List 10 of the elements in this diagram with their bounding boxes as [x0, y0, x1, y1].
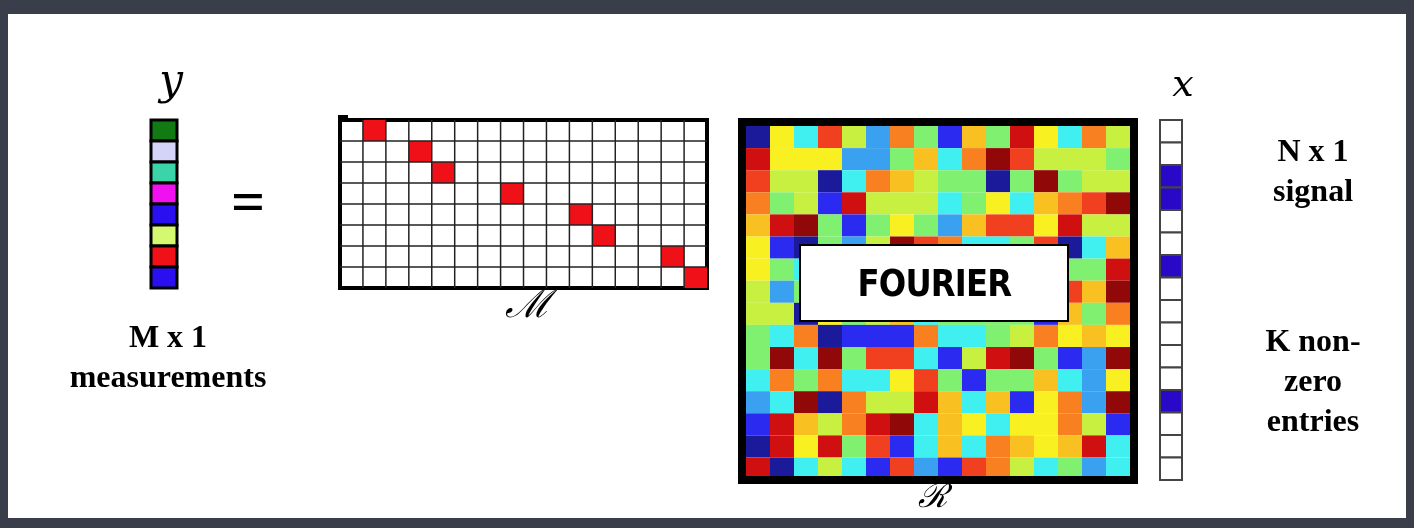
matrix-label: ℳ [488, 282, 568, 324]
dimension-caption: M x 1 measurements [68, 317, 268, 396]
box-title: FOURIER [857, 261, 1011, 305]
sparsity-caption: K non-zero entries [1264, 321, 1362, 440]
vector-label: x [1171, 64, 1195, 104]
equals-sign: = [229, 167, 267, 236]
title-box [799, 244, 1069, 322]
matrix-label: ℛ [898, 478, 968, 514]
vector-label: y [156, 58, 185, 103]
dimension-caption: N x 1 signal [1272, 131, 1354, 210]
